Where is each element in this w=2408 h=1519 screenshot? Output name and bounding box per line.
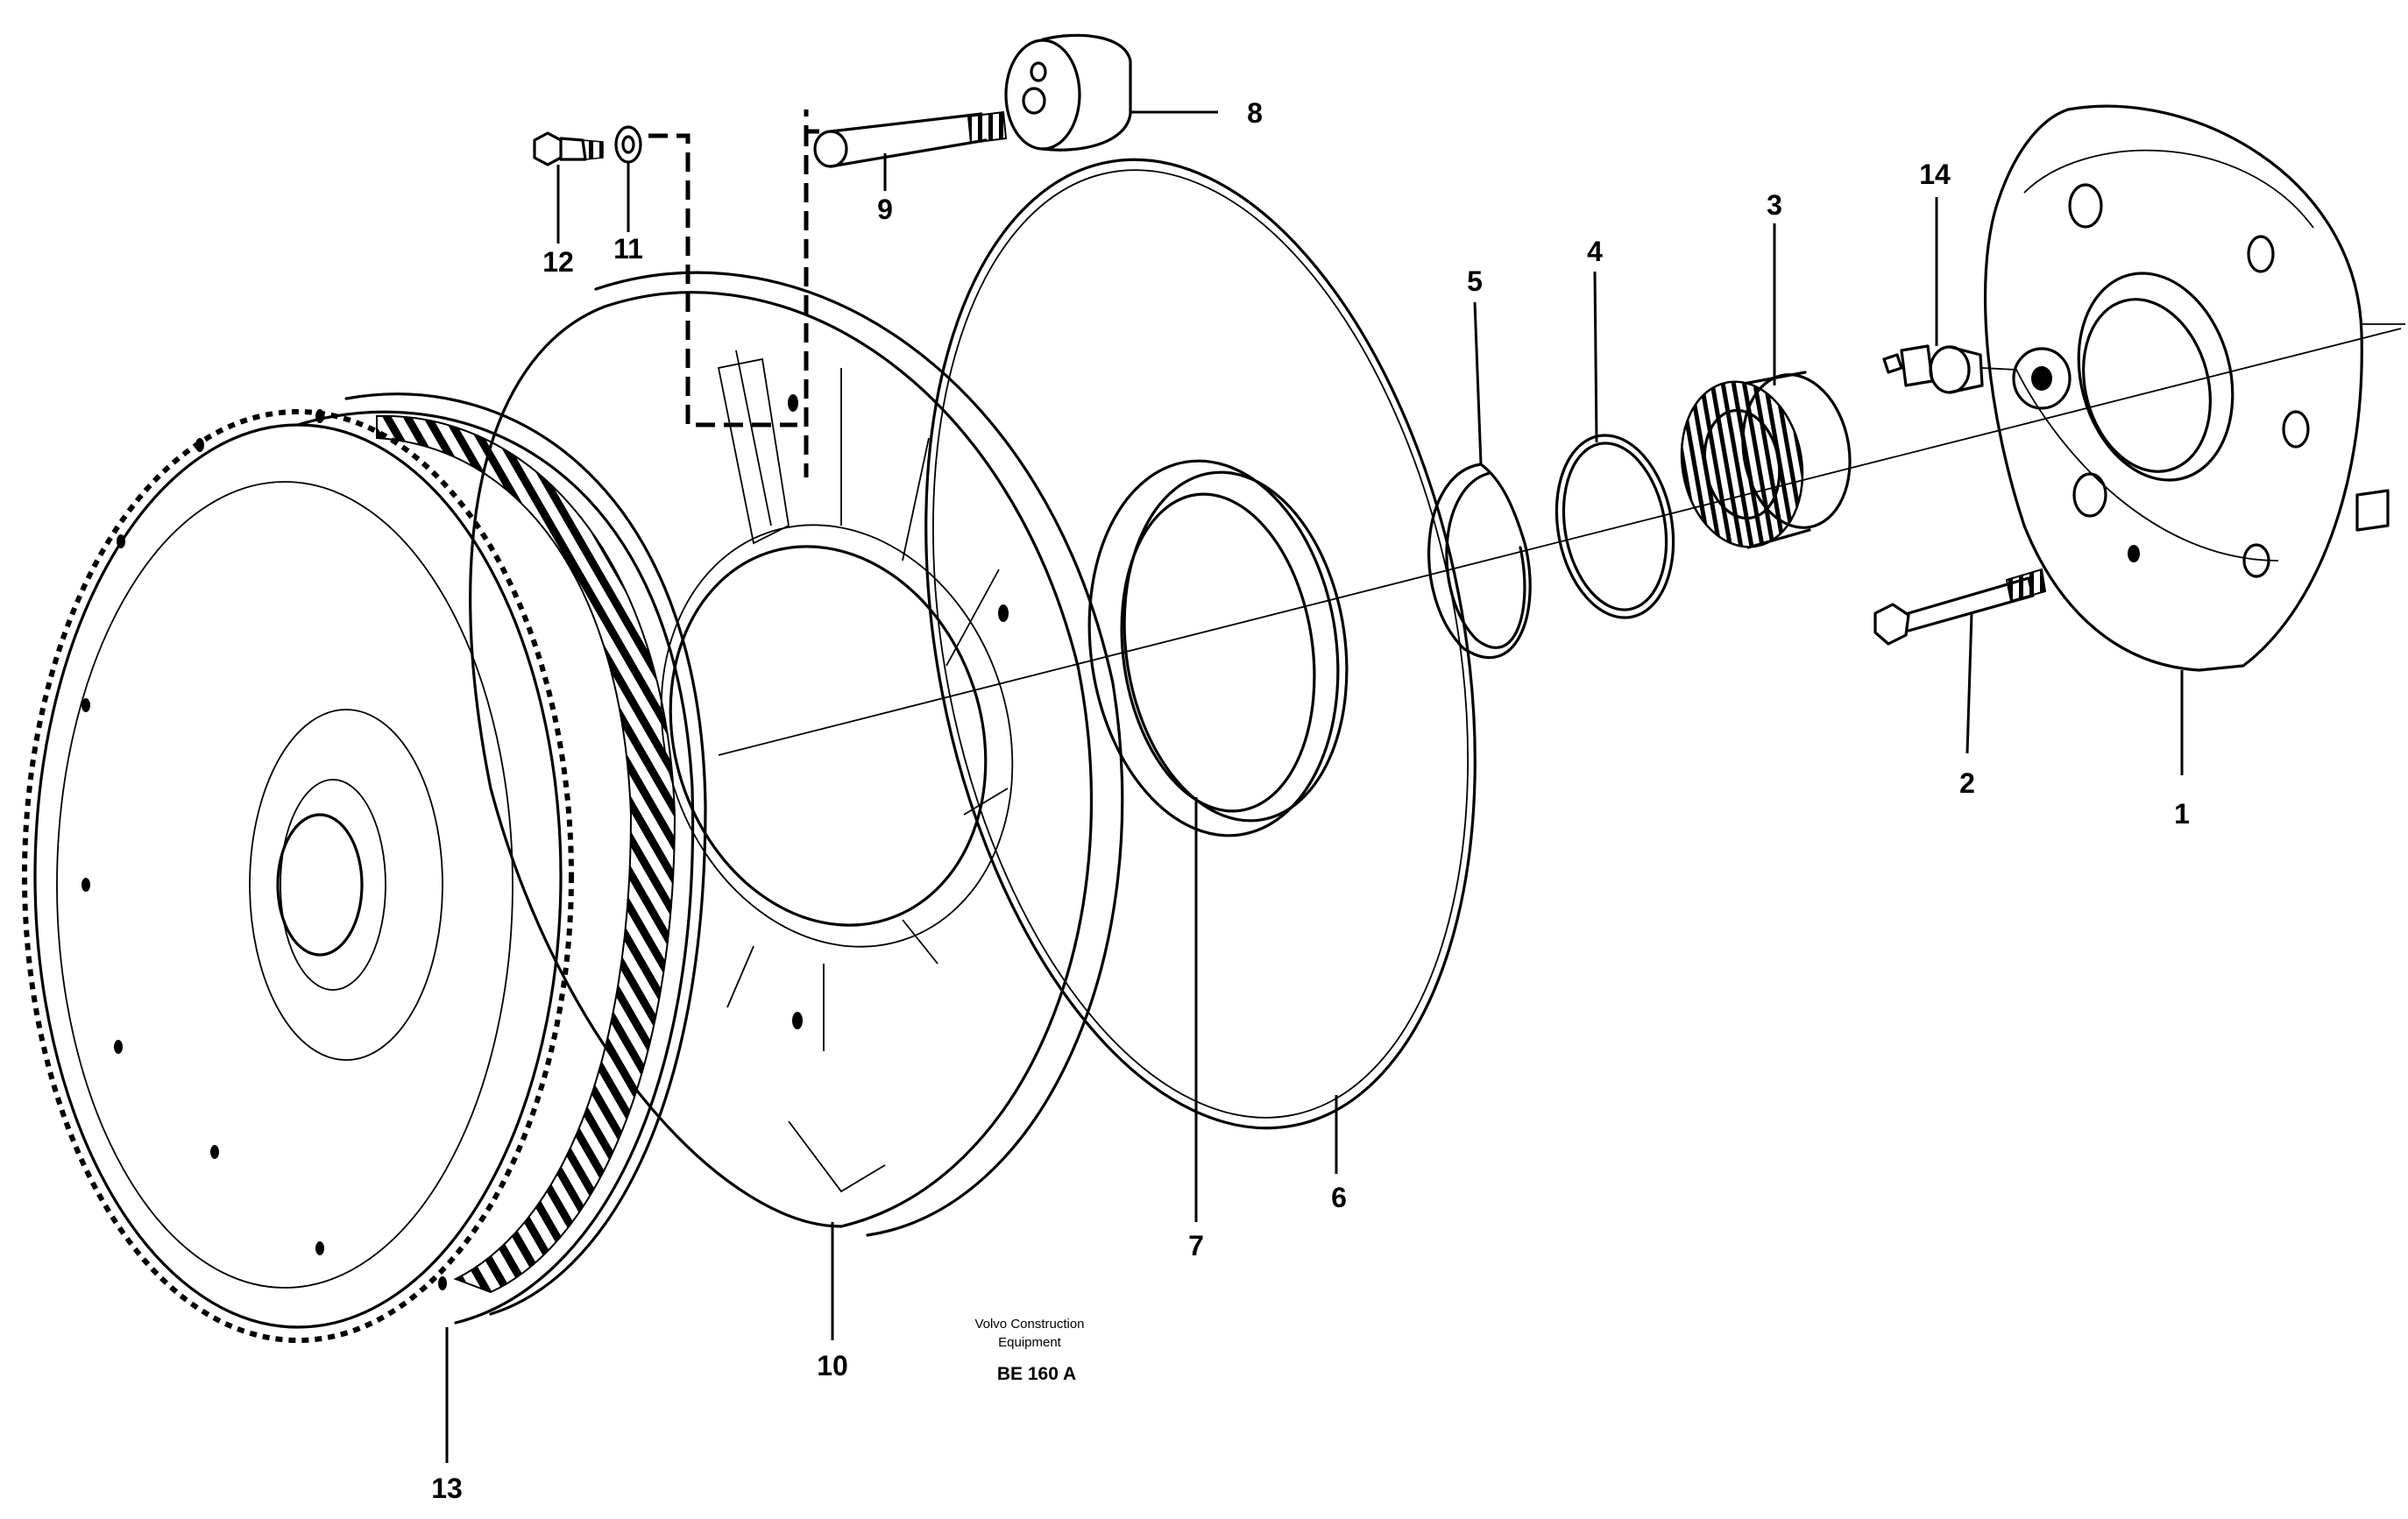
callout-4: 4 [1587, 236, 1603, 267]
callout-14: 14 [1919, 159, 1951, 190]
callout-6: 6 [1331, 1182, 1347, 1213]
callout-2: 2 [1959, 767, 1975, 799]
figure-code: BE 160 A [997, 1364, 1076, 1384]
callout-5: 5 [1467, 265, 1483, 297]
part-7-seal [1087, 459, 1349, 837]
callout-7: 7 [1188, 1230, 1204, 1261]
part-1-pump-housing [1983, 104, 2405, 672]
callout-10: 10 [817, 1350, 848, 1381]
callout-12: 12 [542, 246, 574, 278]
part-5-snap-ring [1427, 463, 1532, 660]
assembly-path-9 [804, 110, 819, 477]
part-8-bushing [1004, 33, 1132, 152]
part-14-sensor [1882, 344, 2016, 394]
part-4-o-ring [1555, 434, 1675, 619]
part-2-bolt [1873, 568, 2047, 646]
part-10-converter-cover [469, 271, 1124, 1237]
part-9-stud [813, 110, 1008, 168]
part-3-pump-gear [1680, 371, 1852, 549]
callout-8: 8 [1247, 97, 1263, 129]
assembly-path-11 [648, 133, 797, 427]
part-13-flywheel-ring-gear [22, 392, 707, 1343]
ring-gear-teeth [376, 414, 676, 1294]
leader-lines [445, 110, 2184, 1463]
callout-11: 11 [613, 233, 643, 265]
callout-3: 3 [1767, 189, 1782, 221]
part-11-washer [614, 125, 642, 164]
callout-13: 13 [431, 1473, 463, 1504]
callout-9: 9 [877, 194, 893, 225]
credit-line-1: Volvo Construction [974, 1317, 1084, 1332]
credit-line-2: Equipment [998, 1335, 1062, 1350]
callout-1: 1 [2174, 798, 2190, 830]
part-12-screw [533, 131, 604, 166]
